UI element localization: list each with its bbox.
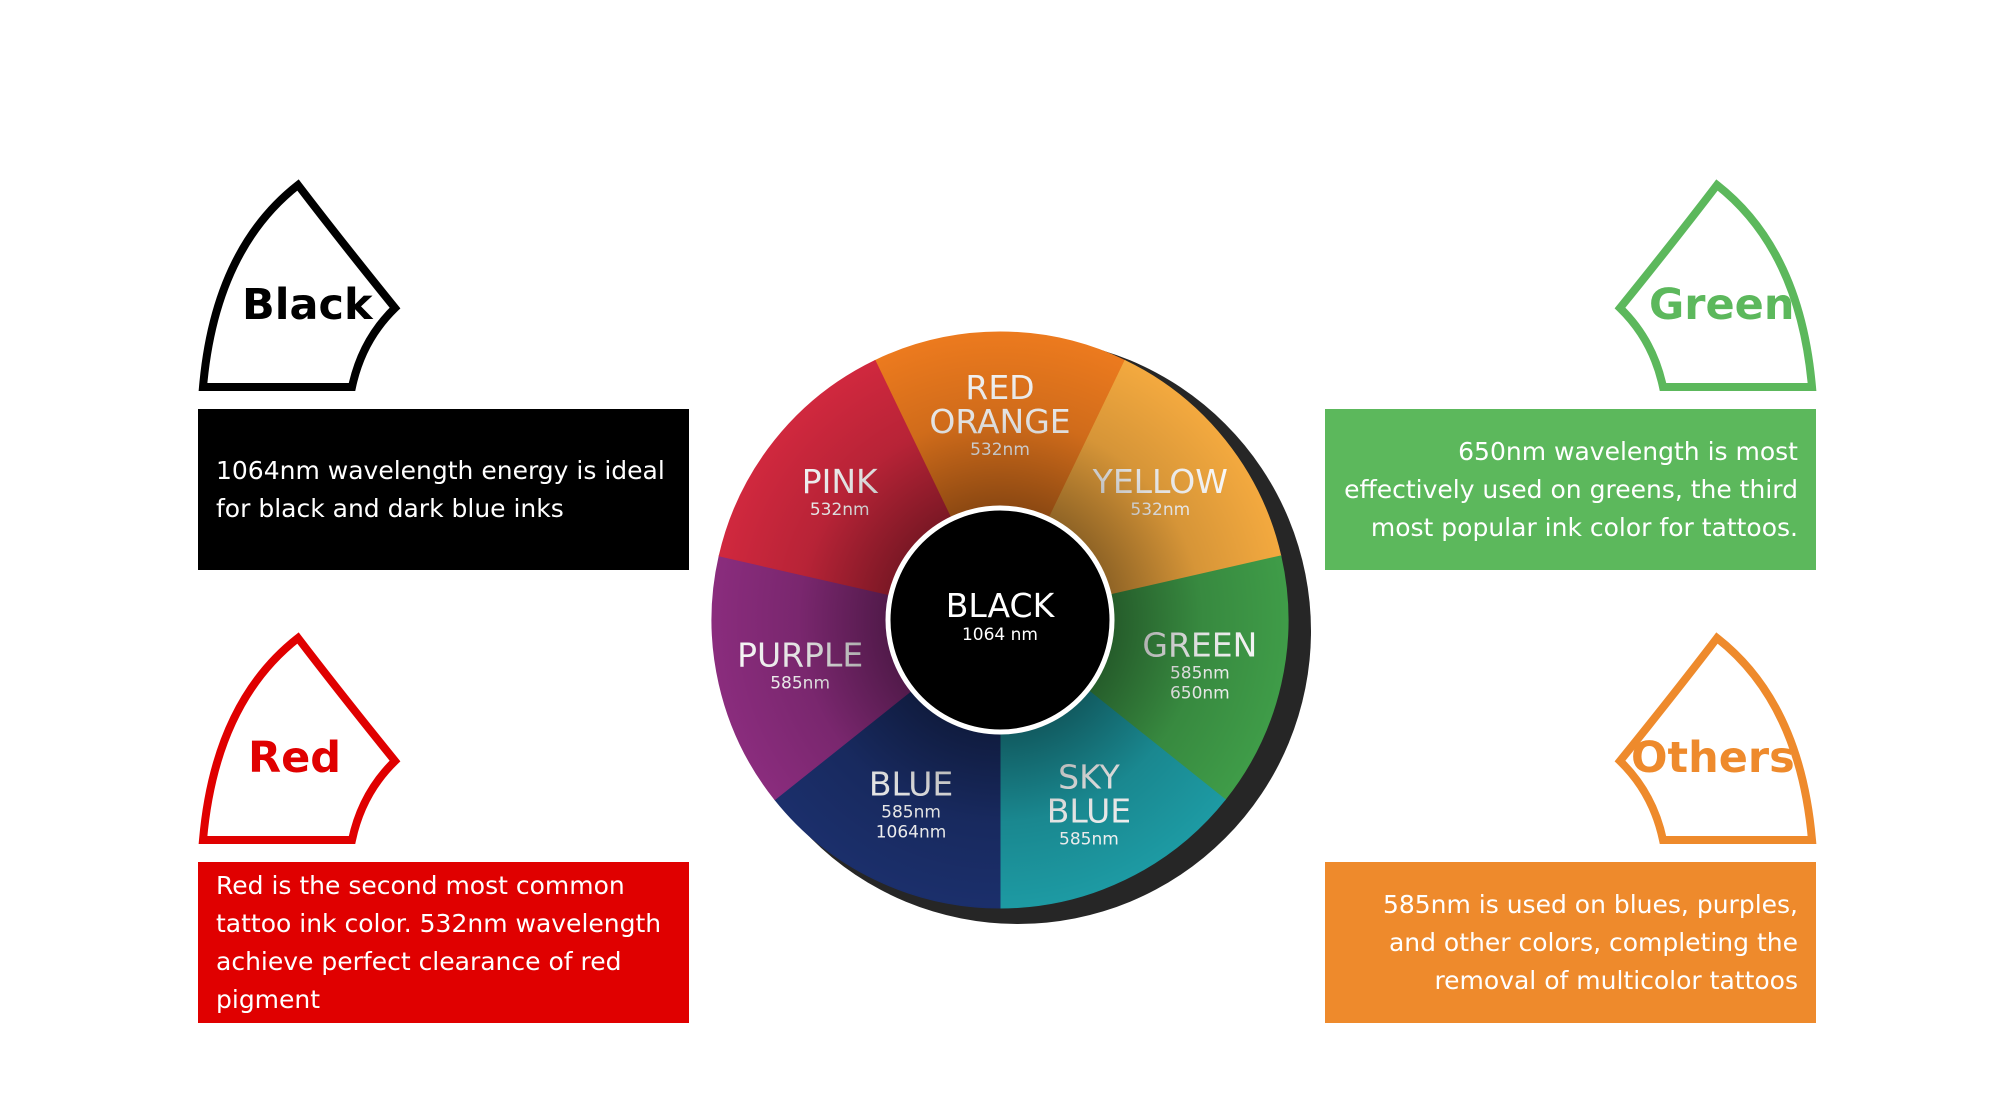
black-tag-shape	[198, 179, 401, 391]
segment-name: PURPLE	[737, 636, 863, 675]
green-tag: Green	[1605, 179, 1817, 395]
others-info-box: 585nm is used on blues, purples, and oth…	[1325, 862, 1816, 1023]
color-wheel: REDORANGE532nmYELLOW532nmGREEN585nm650nm…	[711, 331, 1311, 924]
red-info-box: Red is the second most common tattoo ink…	[198, 862, 689, 1023]
segment-name: PINK	[802, 462, 879, 501]
segment-wavelength: 1064nm	[876, 823, 947, 843]
segment-wavelength: 532nm	[1130, 500, 1190, 520]
green-info-box: 650nm wavelength is most effectively use…	[1325, 409, 1816, 570]
segment-wavelength: 650nm	[1170, 684, 1230, 704]
segment-wavelength: 585nm	[881, 803, 941, 823]
red-tag: Red	[198, 632, 410, 848]
segment-wavelength: 532nm	[970, 440, 1030, 460]
red-tag-shape	[198, 632, 401, 844]
segment-name: BLUE	[869, 765, 953, 804]
others-tag-title: Others	[1631, 733, 1795, 783]
segment-name: BLUE	[1047, 792, 1131, 831]
segment-name: YELLOW	[1092, 462, 1228, 501]
black-info-box: 1064nm wavelength energy is ideal for bl…	[198, 409, 689, 570]
segment-name: GREEN	[1142, 626, 1257, 665]
red-tag-title: Red	[248, 733, 342, 783]
green-tag-title: Green	[1649, 280, 1795, 330]
segment-wavelength: 532nm	[810, 500, 870, 520]
others-tag: Others	[1605, 632, 1817, 848]
green-info-text: 650nm wavelength is most effectively use…	[1344, 436, 1798, 542]
center-wavelength: 1064 nm	[962, 625, 1038, 645]
black-info-text: 1064nm wavelength energy is ideal for bl…	[216, 455, 665, 523]
segment-name: ORANGE	[929, 402, 1070, 441]
center-name: BLACK	[946, 586, 1056, 625]
segment-wavelength: 585nm	[770, 674, 830, 694]
others-info-text: 585nm is used on blues, purples, and oth…	[1382, 889, 1798, 995]
segment-wavelength: 585nm	[1059, 830, 1119, 850]
red-info-text: Red is the second most common tattoo ink…	[216, 870, 662, 1014]
black-tag: Black	[198, 179, 410, 395]
wheel-center	[885, 505, 1115, 735]
green-tag-shape	[1614, 179, 1817, 391]
black-tag-title: Black	[242, 280, 373, 330]
segment-wavelength: 585nm	[1170, 664, 1230, 684]
others-tag-shape	[1614, 632, 1817, 844]
